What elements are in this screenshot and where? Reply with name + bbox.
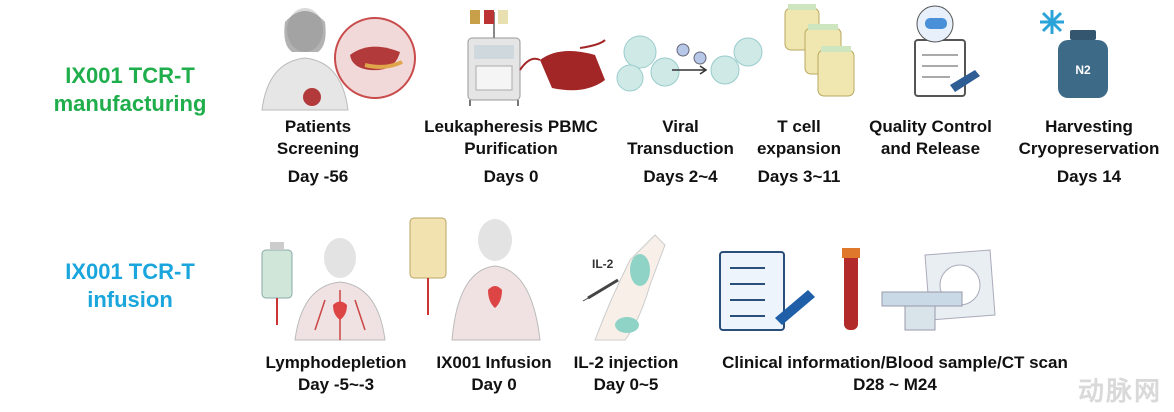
step-patients-screening: Patients Screening Day -56	[268, 116, 368, 188]
step-leukapheresis: Leukapheresis PBMC Purification Days 0	[416, 116, 606, 188]
patient-with-liver-icon	[261, 8, 416, 111]
clinical-checklist-icon	[719, 251, 815, 331]
step-day: Day 0~5	[593, 375, 659, 394]
il2-label: IL-2	[592, 257, 614, 271]
nitrogen-tank-icon: N2	[1058, 30, 1108, 98]
step-day: Days 14	[1056, 167, 1122, 186]
step-harvesting: Harvesting Cryopreservation Days 14	[1008, 116, 1170, 188]
infusion-phase-label: IX001 TCR-T infusion	[65, 259, 195, 312]
snowflake-icon	[1040, 10, 1064, 34]
step-day: D28 ~ M24	[853, 375, 937, 394]
clipboard-pill-icon	[914, 5, 980, 97]
blood-bag-icon	[519, 39, 606, 91]
step-name: Viral Transduction	[627, 117, 734, 158]
step-viral-transduction: Viral Transduction Days 2~4	[618, 116, 743, 188]
bioreactor-flasks-icon	[784, 4, 855, 97]
iv-bag-icon	[261, 242, 293, 325]
arm-injection-icon	[594, 234, 666, 341]
step-ix001-infusion: IX001 Infusion Day 0	[420, 352, 568, 396]
step-name: Leukapheresis PBMC Purification	[424, 117, 598, 158]
step-name: T cell expansion	[756, 117, 842, 158]
step-name: Quality Control and Release	[869, 117, 992, 158]
step-clinical-followup: Clinical information/Blood sample/CT sca…	[700, 352, 1090, 396]
apheresis-machine-icon	[467, 10, 521, 106]
step-name: Lymphodepletion	[265, 353, 407, 372]
syringe-icon	[582, 278, 619, 302]
infusion-bag-icon	[409, 217, 447, 315]
step-t-cell-expansion: T cell expansion Days 3~11	[746, 116, 852, 188]
step-name: Patients Screening	[276, 117, 360, 158]
ct-scanner-icon	[881, 249, 996, 331]
cells-virus-icon	[616, 35, 763, 92]
step-name: Harvesting Cryopreservation	[1018, 117, 1160, 158]
step-name: Clinical information/Blood sample/CT sca…	[722, 353, 1068, 372]
step-name: IL-2 injection	[573, 353, 679, 372]
step-lymphodepletion: Lymphodepletion Day -5~-3	[252, 352, 420, 396]
patient-vascular-icon	[294, 238, 386, 341]
step-day: Days 0	[483, 167, 539, 186]
n2-label: N2	[1075, 63, 1091, 77]
step-name: IX001 Infusion	[436, 353, 552, 372]
manufacturing-phase-label: IX001 TCR-T manufacturing	[53, 63, 207, 116]
step-quality-control: Quality Control and Release	[858, 116, 1003, 166]
step-day: Day 0	[471, 375, 517, 394]
step-day: Day -56	[287, 167, 349, 186]
step-day: Days 3~11	[757, 167, 841, 186]
step-day: Days 2~4	[643, 167, 718, 186]
step-il2-injection: IL-2 injection Day 0~5	[564, 352, 688, 396]
watermark: 动脉网	[1077, 376, 1162, 406]
step-day: Day -5~-3	[297, 375, 375, 394]
blood-tube-icon	[842, 248, 860, 330]
patient-infusion-icon	[451, 219, 541, 341]
